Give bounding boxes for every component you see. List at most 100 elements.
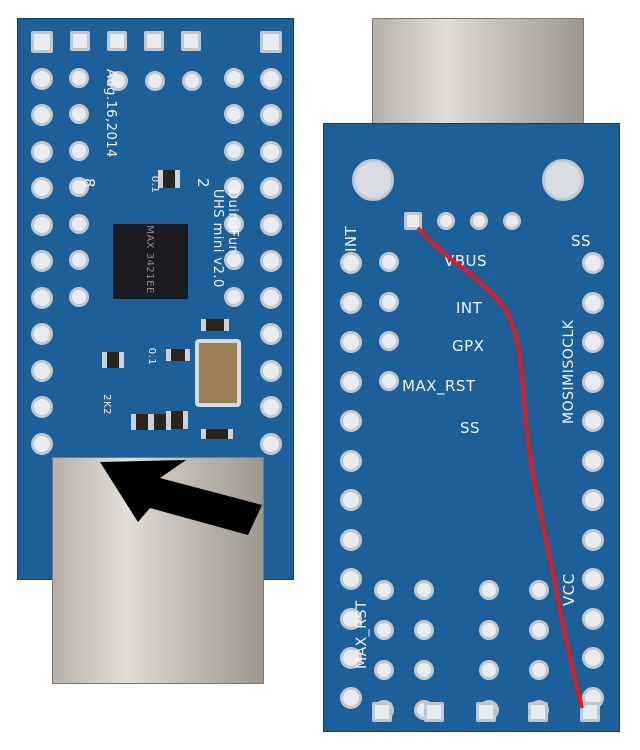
solder-pad	[437, 212, 455, 230]
solder-pad	[582, 291, 604, 314]
solder-pad	[479, 580, 499, 600]
solder-pad	[107, 31, 127, 51]
solder-pad	[31, 432, 53, 455]
solder-pad	[260, 104, 282, 126]
solder-pad	[582, 607, 604, 630]
solder-pad	[374, 580, 394, 600]
solder-pad	[372, 702, 392, 722]
solder-pad	[424, 702, 444, 722]
solder-pad	[260, 432, 282, 455]
solder-pad	[31, 323, 53, 345]
solder-pad	[582, 489, 604, 511]
solder-pad	[260, 140, 282, 163]
solder-pad	[31, 286, 53, 309]
solder-pad	[340, 331, 362, 353]
solder-pad	[31, 140, 53, 163]
capacitor	[201, 319, 229, 331]
solder-pad	[260, 67, 282, 90]
solder-pad	[582, 647, 604, 669]
solder-pad	[260, 213, 282, 236]
solder-pad	[580, 702, 600, 722]
solder-pad	[529, 660, 549, 680]
solder-pad	[260, 286, 282, 309]
solder-pad	[70, 31, 90, 51]
solder-pad	[340, 568, 362, 590]
solder-pad	[340, 686, 362, 709]
left-pcb-board: MAX 3421EE Aug.16,2014 DuinoFun UHS mini…	[17, 18, 294, 580]
solder-pad	[340, 489, 362, 511]
solder-pad	[224, 213, 244, 234]
solder-pad	[260, 31, 282, 53]
silk-int: INT	[456, 299, 483, 317]
solder-pad	[69, 177, 89, 197]
solder-pad	[182, 71, 202, 91]
solder-pad	[340, 607, 362, 630]
solder-pad	[181, 31, 201, 51]
solder-pad	[69, 286, 89, 307]
solder-pad	[340, 291, 362, 314]
solder-pad	[224, 140, 244, 161]
capacitor	[166, 411, 188, 429]
black-arrow-icon	[100, 460, 262, 535]
solder-pad	[582, 568, 604, 590]
solder-pad	[260, 396, 282, 418]
solder-pad	[69, 140, 89, 161]
solder-pad	[69, 67, 89, 88]
solder-pad	[414, 660, 434, 680]
solder-pad	[224, 177, 244, 197]
solder-pad	[379, 291, 399, 312]
max3421e-chip: MAX 3421EE	[113, 224, 188, 299]
solder-pad	[69, 250, 89, 270]
mounting-hole	[352, 159, 394, 201]
solder-pad	[528, 702, 548, 722]
crystal-oscillator	[195, 339, 241, 407]
solder-pad	[379, 331, 399, 351]
solder-pad	[404, 212, 422, 230]
solder-pad	[582, 528, 604, 551]
usb-a-connector-right	[372, 18, 584, 130]
solder-pad	[69, 104, 89, 124]
solder-pad	[503, 212, 521, 230]
solder-pad	[476, 702, 496, 722]
solder-pad	[374, 660, 394, 680]
silk-ss: SS	[460, 419, 481, 437]
solder-pad	[379, 370, 399, 391]
solder-pad	[144, 31, 164, 51]
solder-pad	[31, 31, 53, 53]
capacitor	[201, 429, 233, 439]
solder-pad	[340, 449, 362, 472]
solder-pad	[374, 620, 394, 640]
solder-pad	[31, 177, 53, 199]
solder-pad	[340, 410, 362, 432]
solder-pad	[582, 331, 604, 353]
solder-pad	[260, 177, 282, 199]
solder-pad	[260, 359, 282, 382]
solder-pad	[340, 647, 362, 669]
solder-pad	[108, 71, 128, 91]
solder-pad	[31, 250, 53, 272]
solder-pad	[582, 370, 604, 393]
solder-pad	[470, 212, 488, 230]
solder-pad	[414, 580, 434, 600]
solder-pad	[224, 286, 244, 307]
red-wire-trace	[416, 226, 584, 709]
silk-max-rst: MAX_RST	[402, 377, 476, 395]
solder-pad	[69, 213, 89, 234]
solder-pad	[31, 359, 53, 382]
mounting-hole	[542, 159, 584, 201]
solder-pad	[145, 71, 165, 91]
solder-pad	[31, 396, 53, 418]
solder-pad	[529, 620, 549, 640]
silk-ss-corner: SS	[571, 232, 592, 250]
solder-pad	[31, 104, 53, 126]
solder-pad	[340, 370, 362, 393]
capacitor	[166, 349, 190, 361]
solder-pad	[224, 67, 244, 88]
capacitor	[158, 170, 180, 188]
solder-pad	[224, 250, 244, 270]
solder-pad	[224, 104, 244, 124]
solder-pad	[479, 660, 499, 680]
solder-pad	[479, 620, 499, 640]
solder-pad	[529, 580, 549, 600]
